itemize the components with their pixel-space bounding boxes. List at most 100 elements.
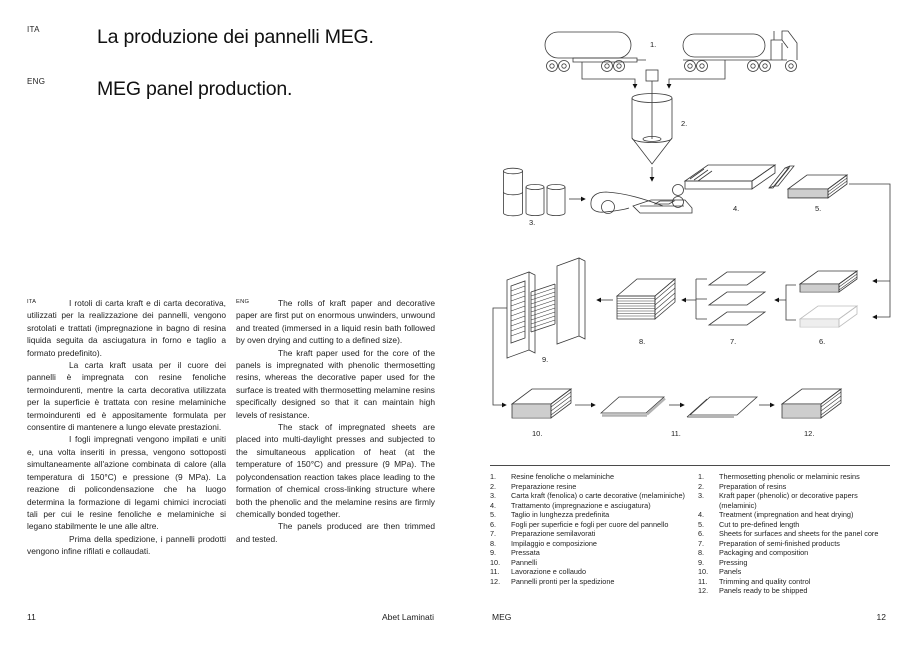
legend-item-text: Thermosetting phenolic or melaminic resi…	[719, 472, 860, 481]
step-label-2: 2.	[681, 119, 687, 128]
legend-item-text: Packaging and composition	[719, 548, 809, 557]
tanker-trailer-icon	[544, 31, 646, 72]
legend-item-number: 4.	[490, 500, 497, 510]
tanker-truck-icon	[682, 30, 798, 72]
page-number-right: 12	[876, 612, 886, 622]
stacks-bracket	[775, 284, 796, 321]
legend-item: 9. Pressata	[490, 548, 686, 558]
legend-item-text: Panels ready to be shipped	[719, 586, 808, 595]
legend-item-text: Cut to pre-defined length	[719, 519, 800, 529]
legend-item-number: 1.	[698, 472, 705, 481]
paper-rolls-icon	[503, 167, 566, 217]
legend-item-text: Kraft paper (phenolic) or decorative pap…	[719, 491, 858, 510]
legend-item: 11. Lavorazione e collaudo	[490, 567, 686, 577]
legend-item-text: Impilaggio e composizione	[511, 538, 597, 548]
legend-item-text: Trattamento (impregnazione e asciugatura…	[511, 500, 651, 510]
legend-item-text: Lavorazione e collaudo	[511, 567, 587, 576]
legend-item: 8. Impilaggio e composizione	[490, 539, 686, 549]
legend-item: 7. Preparazione semilavorati	[490, 529, 686, 539]
legend-item: 1. Thermosetting phenolic or melaminic r…	[698, 472, 894, 482]
production-process-diagram: 1. 2.	[492, 30, 891, 438]
body-paragraph: I rotoli di carta kraft e di carta decor…	[27, 298, 226, 358]
body-paragraph: The kraft paper used for the core of the…	[236, 347, 435, 420]
body-paragraph: Prima della spedizione, i pannelli prodo…	[27, 533, 226, 557]
legend-item-text: Treatment (impregnation and heat drying)	[719, 510, 854, 519]
press-icon	[506, 257, 586, 359]
footer-product: MEG	[492, 612, 512, 622]
step-label-7: 7.	[730, 337, 736, 346]
legend-item: 11. Trimming and quality control	[698, 577, 894, 587]
legend-item-number: 5.	[698, 519, 705, 529]
legend-eng: 1. Thermosetting phenolic or melaminic r…	[698, 472, 894, 596]
resin-mixer-icon	[631, 69, 673, 182]
step-label-3: 3.	[529, 218, 535, 227]
body-paragraph: I fogli impregnati vengono impilati e un…	[27, 434, 226, 532]
legend-item: 1. Resine fenoliche o melaminiche	[490, 472, 686, 482]
legend-item-number: 11.	[490, 567, 500, 576]
legend-item-text: Fogli per superficie e fogli per cuore d…	[511, 519, 669, 529]
legend-item: 2. Preparation of resins	[698, 482, 894, 492]
legend-item-number: 7.	[698, 538, 705, 548]
legend-item-number: 10.	[490, 557, 501, 567]
legend-item-text: Pannelli pronti per la spedizione	[511, 576, 615, 586]
step-label-1: 1.	[650, 40, 656, 49]
legend-item: 12. Panels ready to be shipped	[698, 586, 894, 596]
footer-brand: Abet Laminati	[382, 612, 434, 622]
legend-item-text: Preparation of resins	[719, 481, 787, 491]
legend-item-number: 2.	[698, 481, 705, 491]
legend-item: 12. Pannelli pronti per la spedizione	[490, 577, 686, 587]
step-label-8: 8.	[639, 337, 645, 346]
legend-item-number: 6.	[490, 519, 497, 529]
legend-item-text: Taglio in lunghezza predefinita	[511, 510, 610, 519]
impregnation-machine-icon	[590, 184, 693, 214]
legend-item: 3. Carta kraft (fenolica) o carte decora…	[490, 491, 686, 501]
step-label-10: 10.	[532, 429, 542, 438]
step-label-9: 9.	[542, 355, 548, 364]
legend-divider-rule	[490, 465, 890, 466]
legend-item: 6. Fogli per superficie e fogli per cuor…	[490, 520, 686, 530]
body-paragraph: La carta kraft usata per il cuore dei pa…	[27, 360, 226, 433]
legend-ita: 1. Resine fenoliche o melaminiche 2. Pre…	[490, 472, 686, 586]
resin-pipe-lines	[581, 60, 726, 89]
legend-item-text: Panels	[719, 567, 742, 576]
trimmed-panel-icon	[599, 396, 666, 417]
stacked-sheets-icon	[615, 278, 677, 320]
legend-item: 10. Pannelli	[490, 558, 686, 568]
legend-item: 5. Cut to pre-defined length	[698, 520, 894, 530]
legend-item-number: 3.	[698, 491, 705, 500]
page-title-eng: MEG panel production.	[97, 78, 293, 100]
panel-stack-icon	[510, 388, 573, 419]
surface-sheet-stack-icon	[798, 305, 859, 328]
legend-item-text: Pressata	[511, 548, 540, 557]
legend-item-number: 1.	[490, 472, 497, 481]
legend-item-text: Preparazione resine	[511, 481, 577, 491]
page-number-left: 11	[27, 612, 36, 622]
step-label-6: 6.	[819, 337, 825, 346]
legend-item-number: 12.	[698, 586, 709, 595]
core-sheet-stack-icon	[798, 270, 859, 293]
legend-item: 4. Trattamento (impregnazione e asciugat…	[490, 501, 686, 511]
step-label-5: 5.	[815, 204, 821, 213]
legend-item: 8. Packaging and composition	[698, 548, 894, 558]
legend-item-number: 4.	[698, 510, 705, 519]
eng-heading-label: ENG	[27, 77, 46, 86]
legend-item-number: 11.	[698, 576, 708, 586]
legend-item-number: 7.	[490, 529, 497, 538]
legend-item-text: Trimming and quality control	[719, 576, 811, 586]
legend-item-number: 3.	[490, 491, 497, 500]
sheets-bracket	[682, 278, 707, 320]
drying-oven-icon	[683, 164, 777, 190]
body-column-eng: The rolls of kraft paper and decorative …	[236, 297, 435, 545]
legend-item-text: Resine fenoliche o melaminiche	[511, 472, 615, 481]
legend-item-number: 12.	[490, 576, 501, 586]
legend-item-number: 5.	[490, 510, 497, 519]
step-label-4: 4.	[733, 204, 739, 213]
ita-body-label: ITA	[27, 299, 37, 305]
legend-item-text: Preparazione semilavorati	[511, 529, 596, 538]
legend-item-number: 8.	[490, 538, 497, 548]
body-column-ita: I rotoli di carta kraft e di carta decor…	[27, 297, 226, 558]
tested-panel-icon	[686, 396, 759, 418]
legend-item: 5. Taglio in lunghezza predefinita	[490, 510, 686, 520]
legend-item: 7. Preparation of semi-finished products	[698, 539, 894, 549]
